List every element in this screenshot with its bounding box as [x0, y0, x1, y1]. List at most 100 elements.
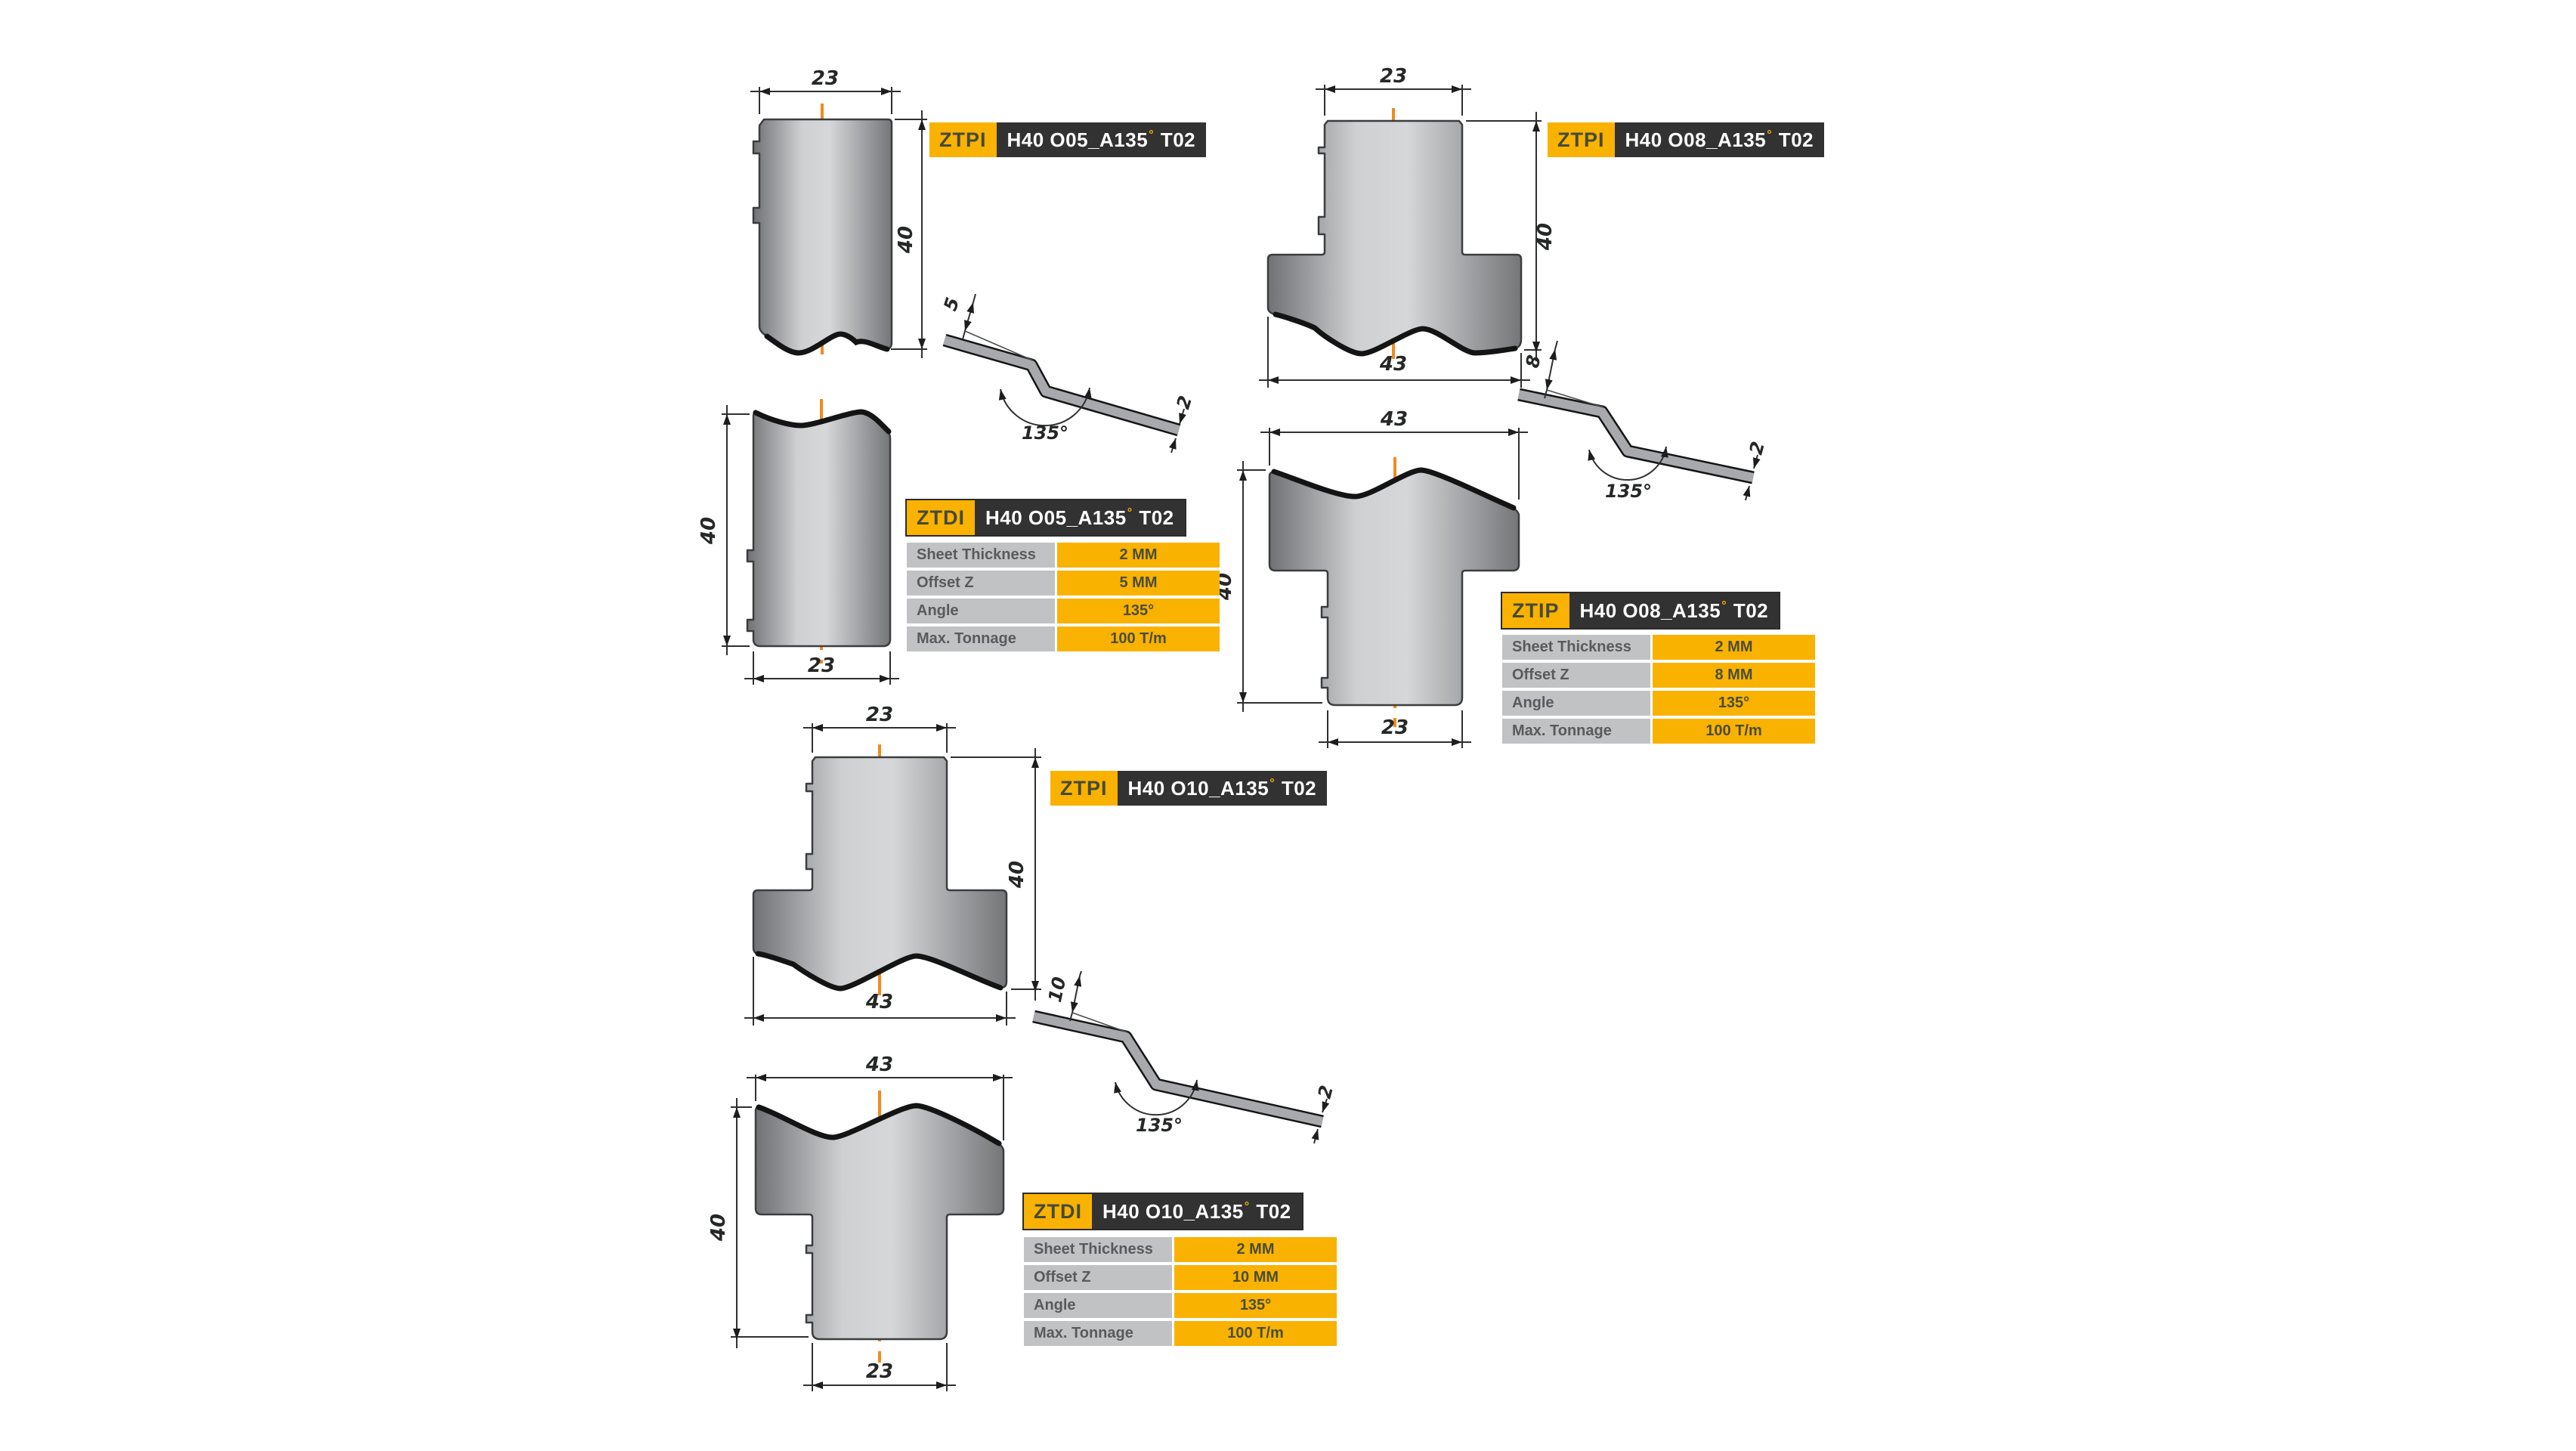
- row-value: 135°: [1057, 599, 1220, 623]
- table-row: Max. Tonnage 100 T/m: [1502, 719, 1815, 744]
- dim-height: 40: [1214, 461, 1322, 712]
- tag-name: H40 O10_A135° T02: [1117, 771, 1328, 806]
- row-label: Offset Z: [907, 571, 1055, 596]
- zbend-sheet-o05: 5 2 135°: [939, 293, 1196, 453]
- punch-o10-drawing: 23 40 43: [744, 704, 1041, 1026]
- spec-table-o10: Sheet Thickness 2 MM Offset Z 10 MM Angl…: [1024, 1237, 1337, 1349]
- table-row: Offset Z 10 MM: [1024, 1265, 1337, 1290]
- dim-offset: 8: [1522, 340, 1604, 408]
- dim-label: 10: [1044, 975, 1070, 1004]
- die-body: [754, 1104, 1005, 1341]
- table-row: Sheet Thickness 2 MM: [1024, 1237, 1337, 1262]
- row-label: Sheet Thickness: [1502, 635, 1650, 660]
- dim-height: 40: [697, 405, 750, 655]
- row-label: Sheet Thickness: [1024, 1237, 1172, 1262]
- zbend-sheet-o10: 10 2 135°: [1032, 970, 1337, 1144]
- sheet-strip-outline: [1032, 1010, 1324, 1128]
- row-label: Sheet Thickness: [907, 543, 1055, 568]
- dim-label: 23: [1381, 716, 1409, 739]
- dim-offset: 10: [1044, 970, 1128, 1033]
- dim-label: 23: [1380, 65, 1407, 88]
- tag-name: H40 O05_A135° T02: [975, 500, 1185, 535]
- dim-label: 135°: [1605, 481, 1652, 502]
- row-value: 135°: [1174, 1293, 1337, 1318]
- table-row: Angle 135°: [907, 599, 1220, 623]
- zbend-sheet-o08: 8 2 135°: [1517, 340, 1769, 502]
- row-label: Angle: [1502, 691, 1650, 716]
- spec-table-o05: Sheet Thickness 2 MM Offset Z 5 MM Angle…: [907, 543, 1220, 654]
- dim-height: 40: [891, 110, 927, 358]
- row-label: Max. Tonnage: [1502, 719, 1650, 744]
- dim-label: 40: [707, 1214, 730, 1242]
- die-o10-drawing: 43 40 23: [707, 1053, 1013, 1391]
- tag-code: ZTPI: [1548, 122, 1615, 157]
- punch-o05-drawing: 23 40: [750, 67, 927, 363]
- punch-label-o10: ZTPI H40 O10_A135° T02: [1050, 771, 1328, 806]
- tag-code: ZTDI: [1024, 1194, 1092, 1229]
- dim-width-bottom: 43: [1259, 317, 1530, 388]
- die-label-o08: ZTIP H40 O08_A135° T02: [1502, 593, 1780, 628]
- row-value: 10 MM: [1174, 1265, 1337, 1290]
- row-label: Max. Tonnage: [907, 626, 1055, 651]
- punch-label-o05: ZTPI H40 O05_A135° T02: [929, 122, 1207, 157]
- table-row: Offset Z 5 MM: [907, 571, 1220, 596]
- punch-label-o08: ZTPI H40 O08_A135° T02: [1548, 122, 1825, 157]
- tag-name: H40 O08_A135° T02: [1569, 593, 1780, 628]
- degree-mark: °: [1149, 128, 1155, 141]
- dim-angle: 135°: [1588, 446, 1668, 502]
- dim-width-top: 43: [747, 1053, 1013, 1140]
- row-value: 2 MM: [1057, 543, 1220, 568]
- working-edge: [1271, 467, 1517, 511]
- row-value: 2 MM: [1653, 635, 1815, 660]
- sheet-strip: [1032, 1012, 1324, 1126]
- dim-height: 40: [951, 748, 1041, 1001]
- row-value: 8 MM: [1653, 663, 1815, 688]
- die-body: [1268, 469, 1520, 707]
- spec-table-o08: Sheet Thickness 2 MM Offset Z 8 MM Angle…: [1502, 635, 1815, 747]
- row-label: Angle: [907, 599, 1055, 623]
- dim-width-top: 23: [803, 704, 956, 753]
- dim-label: 43: [1379, 353, 1407, 376]
- dim-angle: 135°: [998, 387, 1092, 444]
- table-row: Sheet Thickness 2 MM: [1502, 635, 1815, 660]
- sheet-strip-outline: [1517, 388, 1755, 484]
- row-value: 135°: [1653, 691, 1815, 716]
- dim-width-top: 23: [750, 67, 901, 114]
- degree-mark: °: [1721, 599, 1727, 612]
- table-row: Max. Tonnage 100 T/m: [1024, 1321, 1337, 1346]
- dim-width-top: 23: [1316, 65, 1471, 116]
- dim-label: 43: [865, 991, 893, 1013]
- dim-label: 23: [866, 1360, 893, 1383]
- working-edge: [756, 1103, 1002, 1146]
- dim-thickness: 2: [1311, 1083, 1337, 1144]
- dim-label: 2: [1746, 439, 1769, 456]
- row-value: 5 MM: [1057, 571, 1220, 596]
- row-label: Angle: [1024, 1293, 1172, 1318]
- dim-width-bottom: 43: [744, 957, 1016, 1026]
- dim-label: 40: [1534, 223, 1557, 251]
- punch-body: [752, 756, 1008, 990]
- dim-width-bottom: 23: [1319, 710, 1471, 748]
- row-value: 100 T/m: [1057, 626, 1220, 651]
- tag-code: ZTPI: [929, 122, 997, 157]
- dim-label: 40: [697, 517, 720, 545]
- row-label: Max. Tonnage: [1024, 1321, 1172, 1346]
- dim-label: 23: [812, 67, 839, 90]
- die-o05-drawing: 40 23: [697, 399, 899, 685]
- working-edge: [753, 409, 892, 435]
- row-value: 100 T/m: [1174, 1321, 1337, 1346]
- punch-body: [1266, 119, 1523, 355]
- working-edge: [1273, 311, 1518, 357]
- dim-label: 8: [1522, 353, 1545, 370]
- tag-code: ZTPI: [1050, 771, 1118, 806]
- punch-o08-drawing: 23 40 43: [1259, 65, 1557, 388]
- dim-height: 40: [707, 1098, 809, 1348]
- tag-name: H40 O05_A135° T02: [996, 122, 1207, 157]
- dim-label: 43: [865, 1053, 893, 1076]
- row-label: Offset Z: [1502, 663, 1650, 688]
- dim-label: 2: [1172, 393, 1196, 412]
- working-edge: [764, 331, 890, 356]
- dim-label: 23: [866, 704, 893, 726]
- dim-label: 40: [895, 226, 917, 254]
